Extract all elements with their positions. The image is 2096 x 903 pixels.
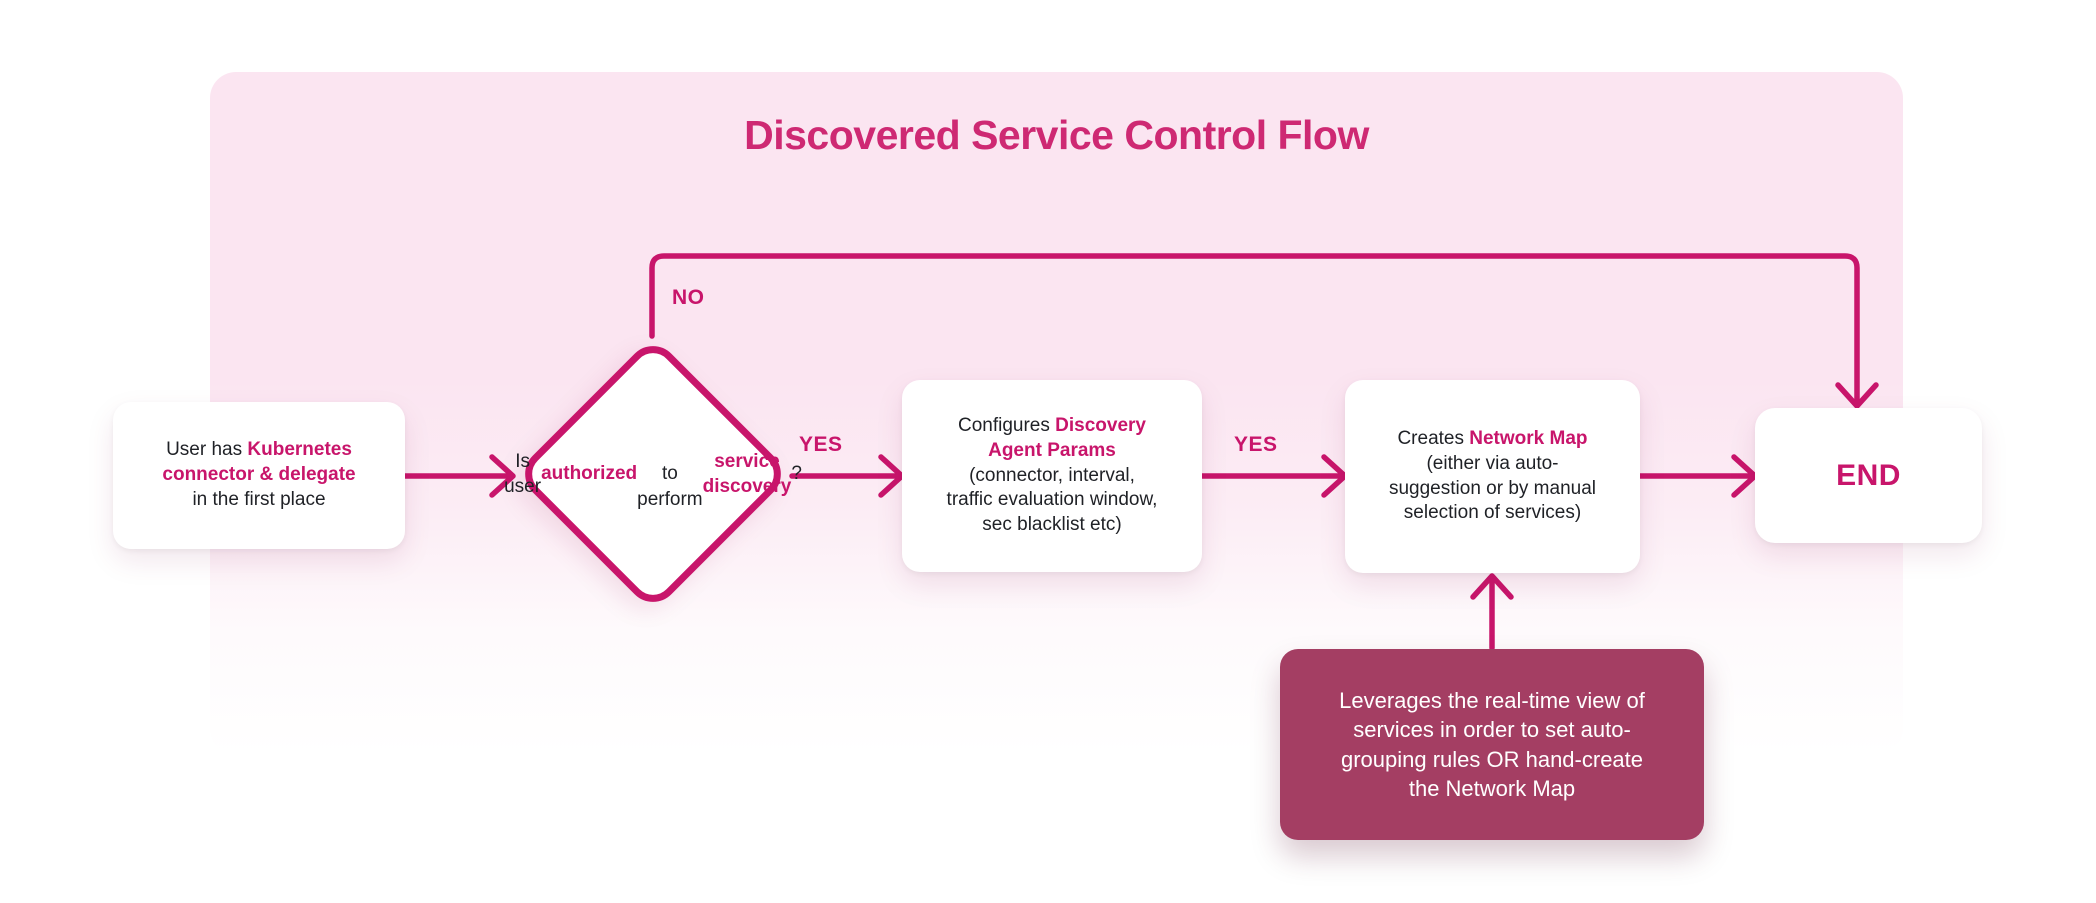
- edge-label-yes-1: YES: [799, 433, 843, 456]
- node-decision-label: Is user authorized to perform service di…: [504, 450, 802, 510]
- arrow-configure-to-create: [1199, 454, 1348, 498]
- diagram-title: Discovered Service Control Flow: [744, 112, 1369, 158]
- edge-label-no: NO: [672, 286, 705, 309]
- node-end: END: [1755, 408, 1982, 543]
- node-start-label: User has Kubernetes connector & delegate…: [162, 439, 356, 510]
- edge-label-yes-2: YES: [1234, 433, 1278, 456]
- arrow-decision-no-to-end: [649, 253, 1879, 409]
- node-decision: Is user authorized to perform service di…: [504, 335, 802, 613]
- node-start: User has Kubernetes connector & delegate…: [113, 402, 405, 549]
- node-end-label: END: [1836, 459, 1901, 492]
- node-configure-params: Configures Discovery Agent Params (conne…: [902, 380, 1202, 572]
- node-create-label: Creates Network Map (either via auto- su…: [1388, 428, 1596, 524]
- note-box: Leverages the real-time view of services…: [1280, 649, 1704, 840]
- arrow-note-to-create: [1470, 573, 1514, 651]
- arrow-decision-to-configure: [789, 454, 905, 498]
- node-create-network-map: Creates Network Map (either via auto- su…: [1345, 380, 1640, 573]
- arrow-start-to-decision: [402, 454, 516, 498]
- arrow-create-to-end: [1637, 454, 1758, 498]
- node-configure-label: Configures Discovery Agent Params (conne…: [946, 415, 1158, 536]
- note-box-label: Leverages the real-time view of services…: [1339, 688, 1645, 801]
